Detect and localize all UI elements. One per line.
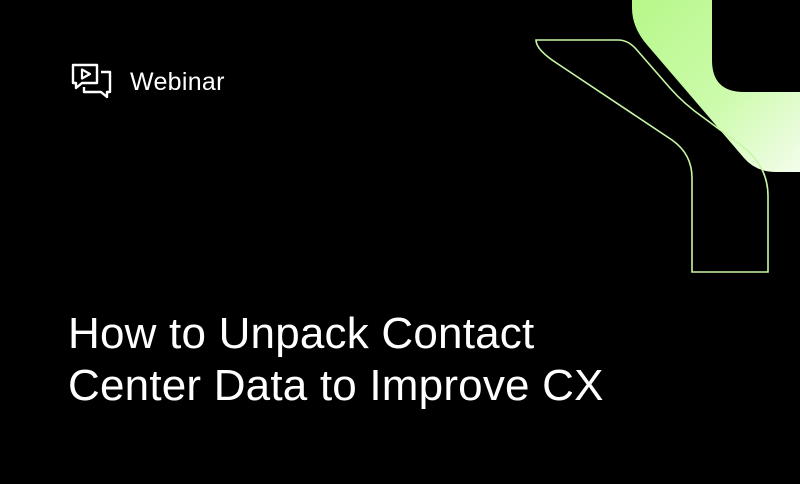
title-line-2: Center Data to Improve CX [68, 361, 604, 410]
title-line-1: How to Unpack Contact [68, 309, 535, 358]
video-chat-icon [71, 63, 112, 99]
webinar-tag: Webinar [70, 62, 225, 102]
outline-corner-shape [535, 39, 769, 273]
webinar-label: Webinar [130, 68, 225, 96]
webinar-title: How to Unpack Contact Center Data to Imp… [68, 308, 768, 412]
green-corner-shape [632, 0, 800, 172]
